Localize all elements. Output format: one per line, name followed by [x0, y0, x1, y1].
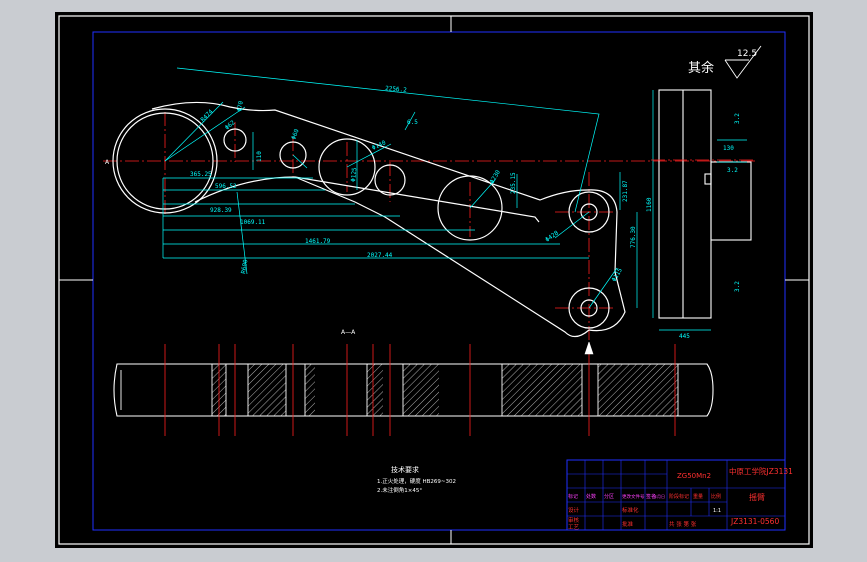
dim-len3: 928.39: [210, 207, 232, 214]
dim-r600: R600: [240, 259, 249, 275]
tb-change-label: 更改文件号: [622, 493, 645, 500]
tb-standard: 标准化: [622, 506, 639, 514]
title-block: ZG50Mn2 中原工学院JZ3131 摇臂 JZ3131-0560 阶段标记 …: [566, 459, 793, 531]
sheet-border: [58, 15, 810, 545]
tb-ratio: 比例: [711, 493, 721, 500]
side-dim-r1: 3.2: [734, 113, 741, 124]
side-dim-bottom-width: 445: [679, 333, 690, 340]
dim-lower-dia: Φ428: [544, 229, 560, 243]
side-dim-r2: 3.2: [727, 167, 738, 174]
main-dimension-lines: [162, 67, 638, 309]
side-dim-d1: 130: [723, 145, 734, 152]
tb-design: 设计: [568, 506, 580, 514]
cad-drawing: 2256.2 R474 Φ62 Φ60 Φ140 Φ125 Φ230 Φ70 Φ…: [58, 15, 810, 545]
dim-small1: 110: [256, 151, 263, 162]
dim-len2: 596.52: [215, 183, 237, 190]
dim-len1: 365.25: [190, 171, 212, 178]
section-centerlines: [164, 344, 676, 436]
tb-zone-label: 分区: [604, 493, 614, 500]
main-dimension-texts: 2256.2 R474 Φ62 Φ60 Φ140 Φ125 Φ230 Φ70 Φ…: [190, 85, 637, 283]
frame-center-marks: [59, 16, 809, 544]
notes-title: 技术要求: [391, 465, 419, 474]
dim-hole5: Φ230: [489, 169, 502, 185]
dim-r-left: R474: [199, 108, 214, 123]
tb-weight: 重量: [693, 493, 703, 500]
drawing-frame: [92, 31, 786, 531]
main-centerlines: [103, 112, 755, 342]
tb-count-label: 处数: [586, 493, 596, 500]
tb-material: ZG50Mn2: [677, 472, 711, 480]
notes-line2: 2.未注倒角1×45°: [377, 486, 422, 494]
tb-approve: 批准: [622, 520, 634, 528]
dim-v3: 776.30: [630, 226, 637, 248]
tb-sheet: 共 张 第 张: [669, 520, 697, 528]
roughness-value: 12.5: [737, 49, 757, 59]
technical-notes: 技术要求 1.正火处理，硬度 HB269~302 2.未注倒角1×45°: [377, 465, 456, 494]
section-view: [113, 363, 714, 417]
section-arrow: [584, 341, 594, 355]
tb-drawing-no: JZ3131-0560: [730, 517, 779, 526]
roughness-label: 其余: [688, 60, 714, 76]
side-dim-height: 1160: [646, 197, 653, 212]
side-dim-r3: 3.2: [734, 281, 741, 292]
side-view-dims: [652, 90, 747, 331]
dim-len4: 1069.11: [240, 219, 266, 226]
dim-hole4: Φ125: [350, 167, 358, 182]
dim-v2: 231.87: [622, 180, 629, 202]
dim-len5: 1461.79: [305, 238, 331, 245]
dim-v1: 235.15: [510, 172, 517, 194]
tb-school: 中原工学院JZ3131: [729, 466, 793, 476]
tb-sign-label: 签名: [646, 493, 656, 500]
dim-bottom-dia: Φ115: [611, 267, 624, 283]
dim-len6: 2027.44: [367, 252, 393, 259]
tb-part-name: 摇臂: [749, 492, 765, 502]
dim-overall-top: 2256.2: [385, 85, 408, 94]
cad-viewport[interactable]: 2256.2 R474 Φ62 Φ60 Φ140 Φ125 Φ230 Φ70 Φ…: [55, 12, 813, 548]
dim-hole6: Φ70: [236, 100, 245, 112]
dim-hole2: Φ60: [290, 128, 300, 141]
tb-mark-label: 标记: [568, 493, 578, 500]
rocker-arm-outline: [112, 101, 626, 338]
roughness-symbol: 其余 12.5: [688, 45, 762, 79]
tb-check: 审核: [568, 516, 580, 524]
notes-line1: 1.正火处理，硬度 HB269~302: [377, 477, 456, 485]
tb-scale: 1:1: [713, 508, 721, 514]
tb-process: 工艺: [568, 524, 580, 531]
section-label: A—A: [341, 329, 356, 336]
tb-date-label: 年月日: [653, 493, 665, 499]
point-label-a: A: [105, 159, 110, 166]
dim-angle1: 6.5: [407, 119, 418, 126]
tb-stage: 阶段标记: [669, 493, 689, 500]
